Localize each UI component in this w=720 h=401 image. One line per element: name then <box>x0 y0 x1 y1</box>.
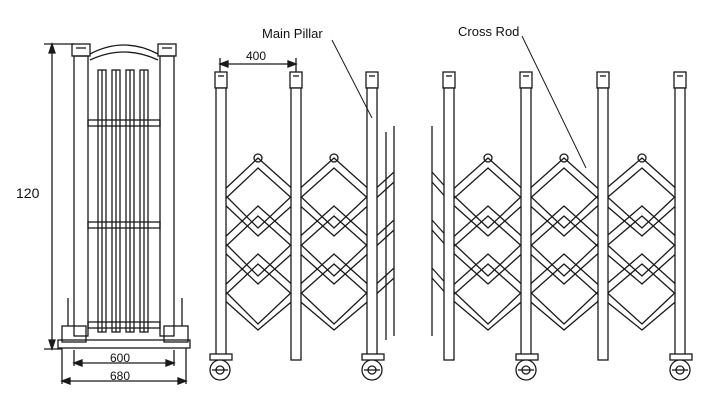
pillar-spacing-dimension-label: 400 <box>246 49 266 63</box>
height-dimension-line <box>44 41 74 352</box>
cross-rod-leader-line <box>521 35 587 169</box>
pillar-3 <box>365 71 379 361</box>
front-view <box>209 35 693 381</box>
side-view <box>44 41 191 385</box>
caster-wheel-4 <box>669 353 693 381</box>
caster-wheel-2 <box>361 353 385 381</box>
outer-width-dimension-line <box>60 348 188 385</box>
caster-wheels <box>209 353 693 381</box>
caster-wheel-1 <box>209 353 233 381</box>
cross-rod-label: Cross Rod <box>458 24 519 39</box>
inner-width-dimension-label: 600 <box>110 351 130 365</box>
pillar-spacing-dimension-line <box>218 58 298 72</box>
height-dimension-label: 120 <box>16 185 40 201</box>
pillar-2 <box>289 71 303 361</box>
pillar-6 <box>596 71 610 361</box>
pillar-7 <box>673 71 687 361</box>
lattice-right <box>431 157 681 331</box>
outer-width-dimension-label: 680 <box>110 369 130 383</box>
inner-width-dimension-line <box>72 350 176 367</box>
main-pillar-label: Main Pillar <box>262 26 323 41</box>
pillar-5 <box>519 71 533 361</box>
caster-wheel-3 <box>515 353 539 381</box>
pillar-4 <box>442 71 456 361</box>
pillar-1 <box>214 71 228 361</box>
main-pillar-leader-line <box>331 39 373 119</box>
pillars <box>214 71 687 361</box>
